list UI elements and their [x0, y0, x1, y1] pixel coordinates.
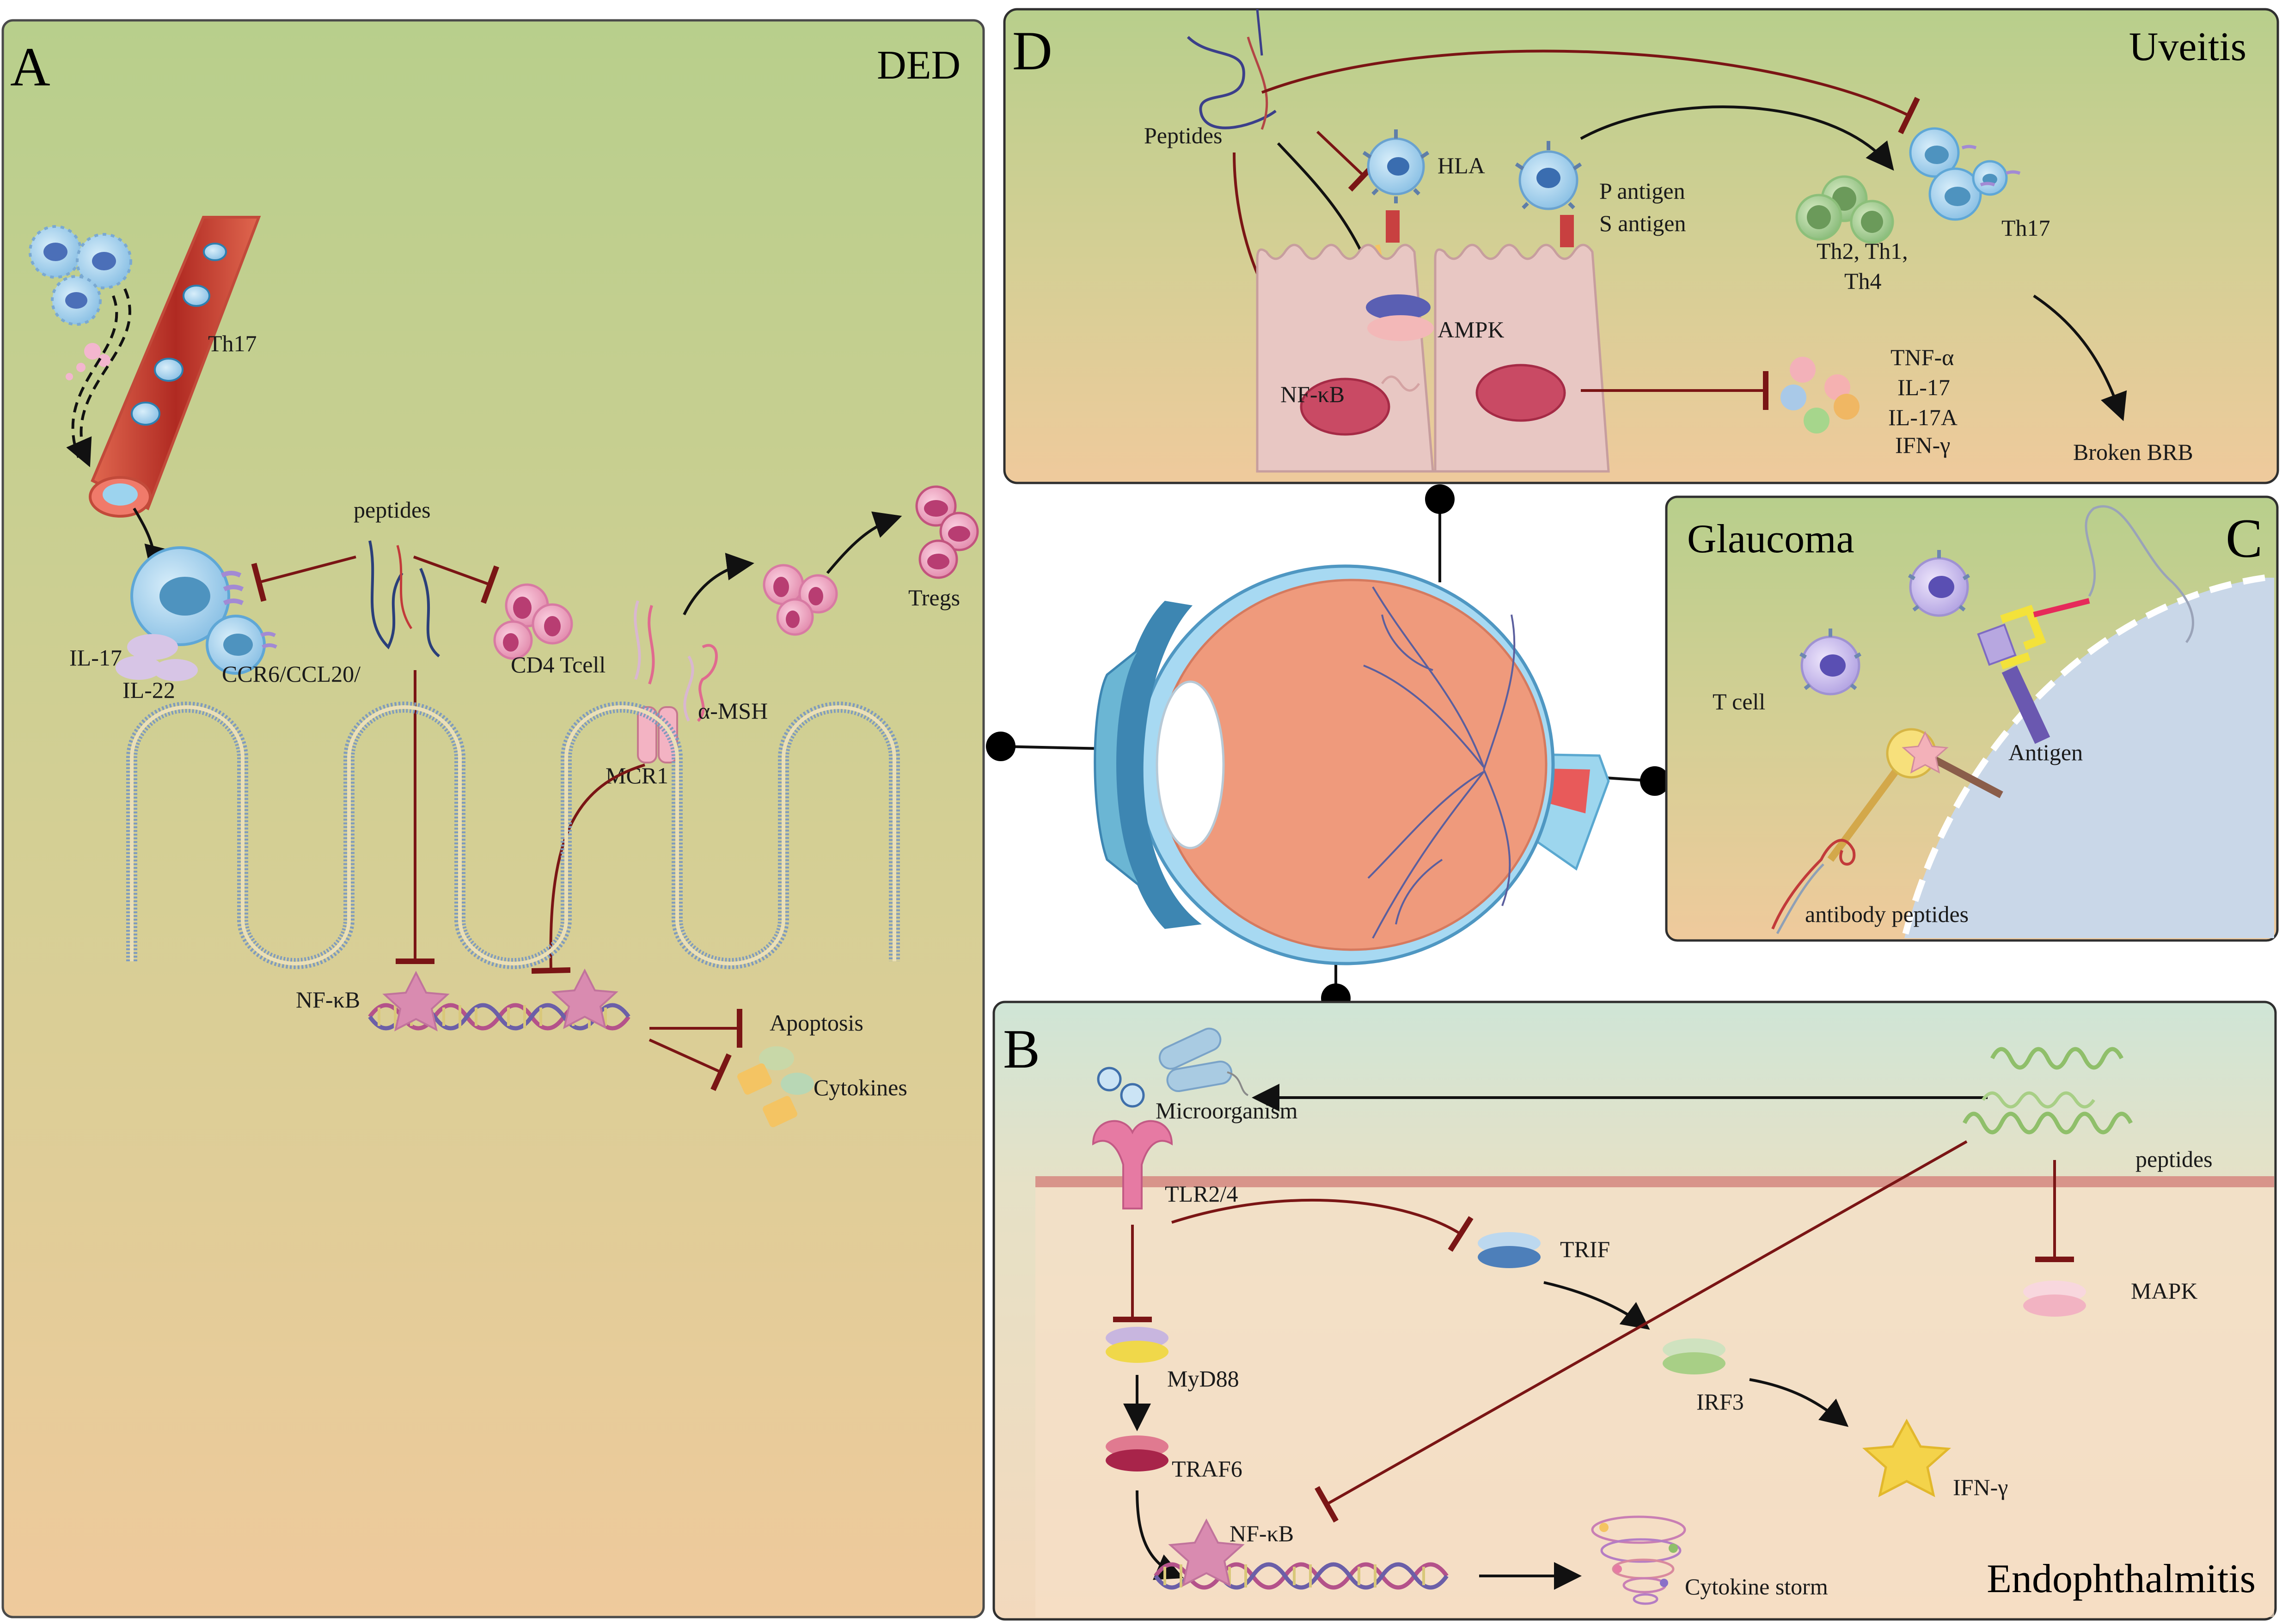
- membrane-band-b: [1035, 1176, 2274, 1187]
- label-nfkb-b: NF-κB: [1230, 1520, 1294, 1546]
- th2-th1-th4-cells: [1795, 175, 1894, 244]
- label-s-antigen: S antigen: [1599, 210, 1686, 236]
- ampk-protein: [1366, 294, 1434, 341]
- microorganism: [1097, 1027, 1249, 1108]
- migration-arrow: [66, 288, 131, 468]
- mapk-protein: [2023, 1281, 2086, 1317]
- label-ccr6: CCR6/CCL20/: [222, 661, 361, 687]
- panel-c-title: Glaucoma: [1687, 517, 1854, 562]
- immune-cell-cluster: [29, 225, 132, 380]
- antibody-peptide: [1771, 728, 2003, 934]
- label-broken-brb: Broken BRB: [2073, 439, 2193, 465]
- connector-dot-right: [1640, 766, 1670, 796]
- connector-dot-top: [1425, 484, 1455, 514]
- connector-dot-left: [986, 732, 1016, 761]
- trif-protein: [1478, 1232, 1541, 1268]
- label-tlr: TLR2/4: [1165, 1181, 1238, 1207]
- label-antibody-peptides: antibody peptides: [1805, 901, 1969, 927]
- label-antigen: Antigen: [2008, 739, 2083, 765]
- label-nfkb-d: NF-κB: [1280, 381, 1345, 407]
- label-apoptosis: Apoptosis: [770, 1010, 863, 1036]
- peptides-a: [368, 540, 440, 658]
- panel-a: A DED Th17: [1, 19, 985, 1618]
- apc-antigen: [1515, 141, 1582, 210]
- label-il17a: IL-17A: [1888, 404, 1958, 430]
- cytokine-blobs-a: [737, 1046, 814, 1127]
- label-nfkb-a: NF-κB: [296, 987, 360, 1013]
- antigen-complex: [1977, 505, 2194, 744]
- label-peptides-a: peptides: [354, 497, 431, 523]
- panel-d-background: [1003, 8, 2279, 484]
- peptides-b: [1962, 1047, 2133, 1135]
- nfkb-star-b: [1168, 1518, 1245, 1587]
- nfkb-star-a2: [551, 968, 618, 1029]
- label-cd4: CD4 Tcell: [511, 652, 606, 678]
- th17-cells-d: [1909, 127, 2021, 221]
- label-th17-d: Th17: [2001, 215, 2050, 241]
- label-irf3: IRF3: [1696, 1389, 1744, 1415]
- label-ifn-d: IFN-γ: [1895, 432, 1950, 458]
- nfkb-star-a1: [382, 971, 450, 1032]
- eye-illustration: [986, 484, 1670, 1013]
- il-cytokines: [116, 634, 198, 681]
- amsh-peptides: [634, 600, 718, 722]
- ccr6-cell: [206, 615, 277, 675]
- panel-b-title: Endophthalmitis: [1987, 1557, 2256, 1601]
- panel-a-letter: A: [10, 36, 50, 98]
- cd4-tcells: [493, 583, 573, 660]
- cytokine-storm: [1591, 1515, 1686, 1605]
- label-hla: HLA: [1438, 153, 1485, 178]
- epithelial-cells: [1256, 244, 1610, 473]
- tcell-c2: [1799, 629, 1862, 696]
- tlr-receptor: [1092, 1120, 1173, 1209]
- blood-vessel: [89, 216, 261, 518]
- panel-d: D Uveitis Peptides HLA P antigen S antig…: [1003, 8, 2279, 484]
- label-il17: IL-17: [69, 645, 122, 671]
- label-th2-line1: Th2, Th1,: [1817, 238, 1908, 264]
- traf6-protein: [1106, 1435, 1169, 1471]
- irf3-protein: [1663, 1338, 1725, 1374]
- label-ifn-b: IFN-γ: [1953, 1474, 2008, 1500]
- label-tregs: Tregs: [908, 585, 960, 611]
- tcell-c1: [1908, 550, 1970, 617]
- label-il22: IL-22: [122, 677, 175, 703]
- label-cytokines-a: Cytokines: [814, 1075, 907, 1100]
- label-p-antigen: P antigen: [1599, 178, 1685, 204]
- label-peptides-b: peptides: [2135, 1146, 2213, 1172]
- panel-c-letter: C: [2226, 507, 2263, 569]
- tregs-intermediate: [763, 564, 838, 636]
- label-ampk: AMPK: [1438, 317, 1504, 342]
- peptides-d: [1187, 9, 1277, 130]
- label-tnf: TNF-α: [1890, 344, 1954, 370]
- panel-a-background: [1, 19, 985, 1618]
- panel-b-letter: B: [1003, 1018, 1040, 1080]
- apc-hla: [1362, 129, 1430, 203]
- label-amsh: α-MSH: [698, 698, 768, 724]
- panel-d-letter: D: [1012, 20, 1052, 81]
- label-il17-d: IL-17: [1897, 374, 1950, 400]
- panel-a-title: DED: [877, 43, 961, 88]
- label-th2-line2: Th4: [1844, 268, 1882, 294]
- label-trif: TRIF: [1560, 1236, 1610, 1262]
- panel-c: C Glaucoma T cell Antigen: [1665, 495, 2279, 942]
- panel-b: B Endophthalmitis Microorganism peptides…: [992, 1001, 2277, 1621]
- label-microorganism: Microorganism: [1156, 1098, 1297, 1123]
- label-traf6: TRAF6: [1172, 1456, 1242, 1482]
- label-peptides-d: Peptides: [1144, 122, 1222, 148]
- label-tcell: T cell: [1713, 689, 1765, 714]
- label-cytokine-storm: Cytokine storm: [1685, 1574, 1828, 1600]
- panel-d-title: Uveitis: [2129, 24, 2246, 69]
- label-mapk: MAPK: [2131, 1278, 2197, 1304]
- label-th17-a: Th17: [208, 330, 257, 356]
- th17-cell: [130, 546, 244, 646]
- cytokine-dots-d: [1780, 357, 1860, 433]
- tregs-cells: [915, 485, 979, 579]
- myd88-protein: [1106, 1327, 1169, 1363]
- ifn-star: [1862, 1418, 1952, 1497]
- label-myd88: MyD88: [1167, 1366, 1239, 1392]
